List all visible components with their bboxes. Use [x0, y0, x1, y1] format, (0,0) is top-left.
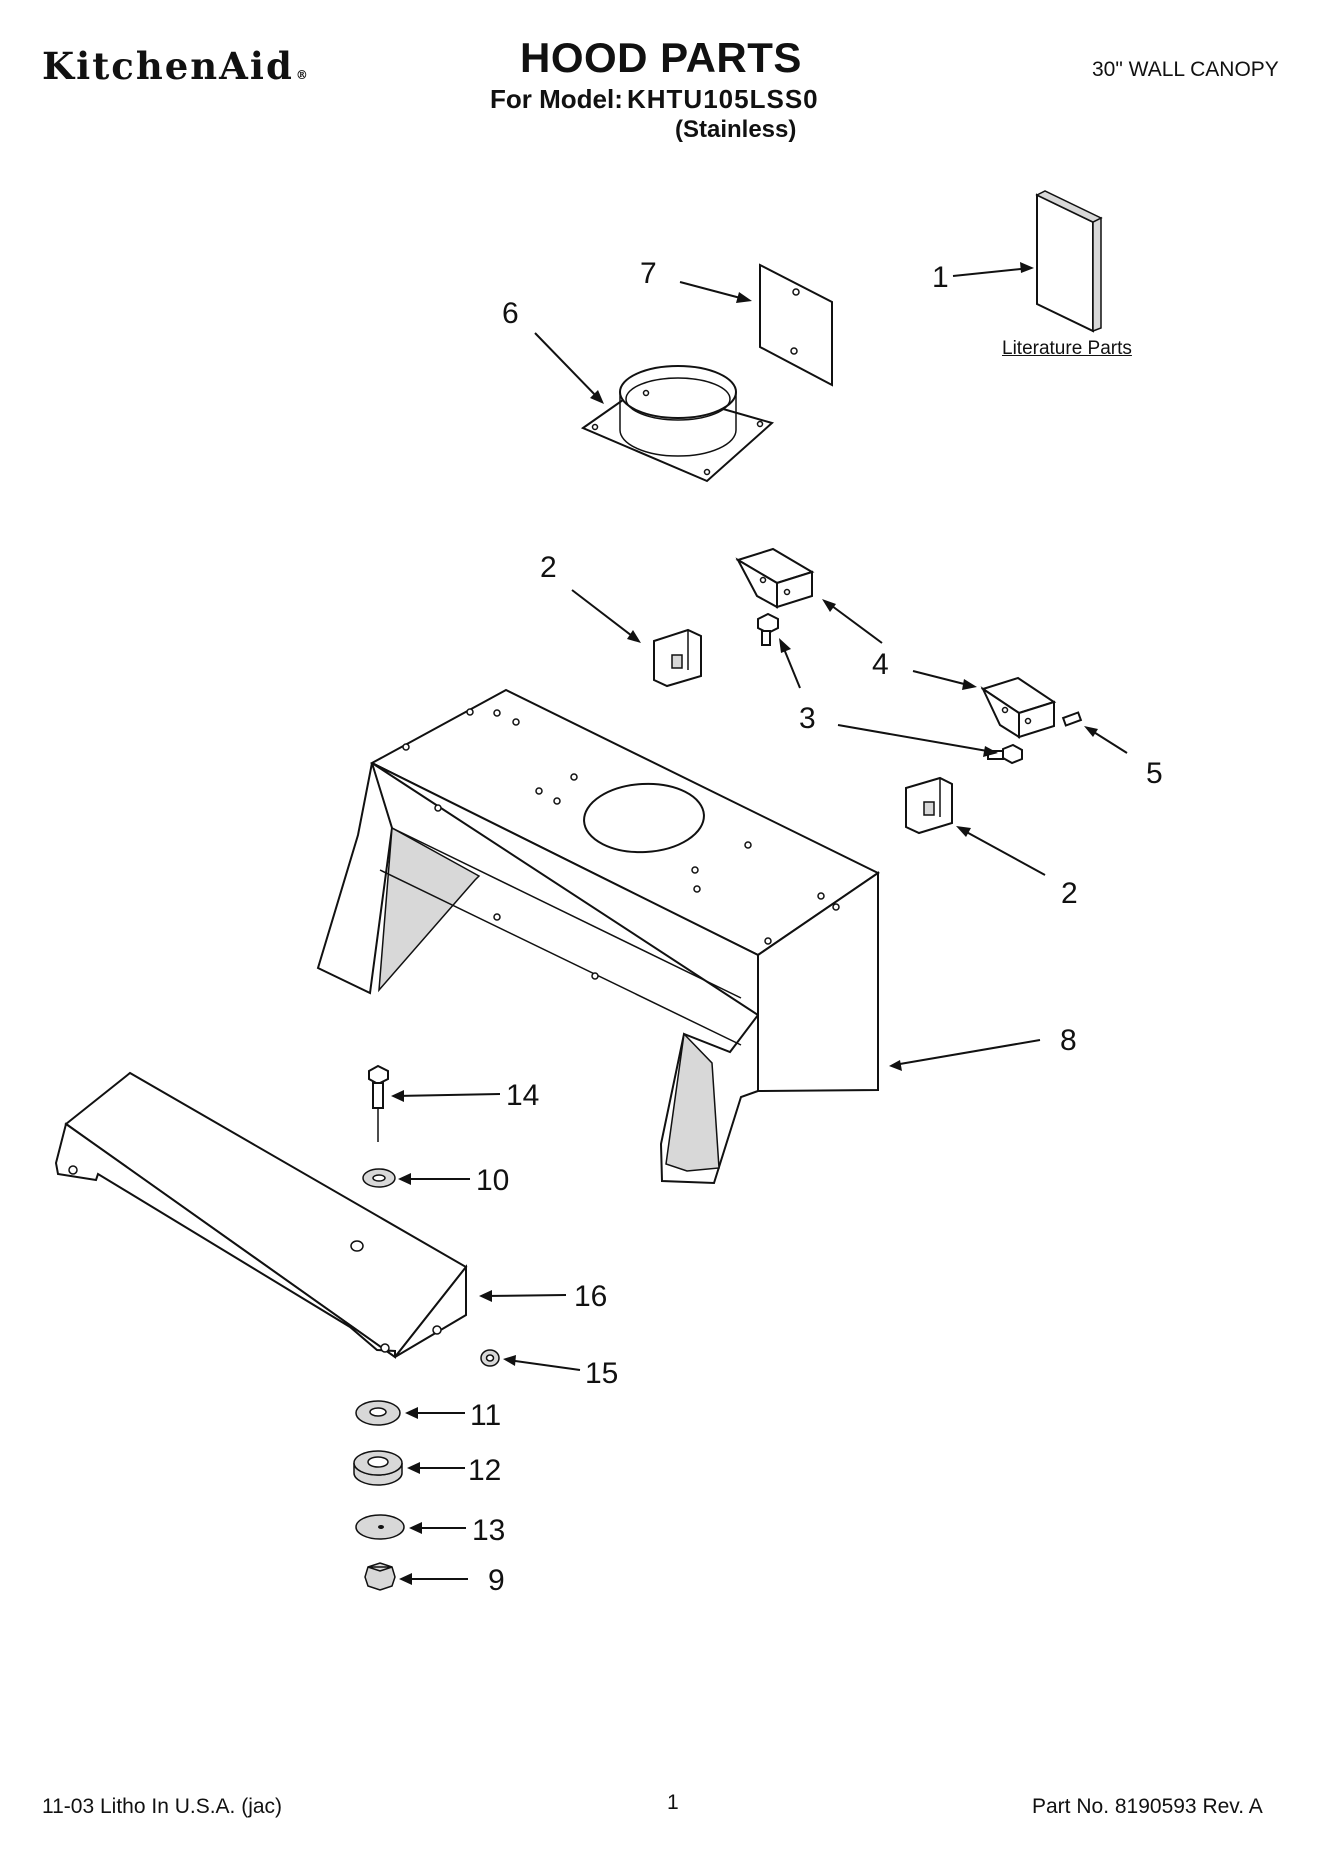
leader-15 [507, 1359, 581, 1371]
callout-9: 9 [488, 1564, 505, 1597]
leader-2b [960, 828, 1046, 876]
arrowhead-11 [405, 1407, 418, 1419]
arrowhead-15 [503, 1355, 516, 1366]
arrowhead-7 [736, 292, 752, 303]
leader-1 [952, 267, 1031, 277]
callout-11: 11 [470, 1399, 501, 1432]
callout-2-upper: 2 [540, 551, 557, 584]
screw-upper-part [757, 612, 779, 646]
hinge-bracket-upper-part [735, 547, 815, 609]
arrowhead-4b [962, 679, 977, 690]
arrowhead-2b [956, 826, 971, 837]
callout-10: 10 [476, 1164, 509, 1197]
brand-registered-mark: ® [295, 68, 310, 82]
arrowhead-3b [983, 746, 998, 757]
arrowhead-8 [889, 1060, 902, 1071]
bracket-left-part [653, 628, 702, 688]
arrowhead-5 [1084, 726, 1098, 737]
arrowhead-10 [398, 1173, 411, 1185]
leader-14 [395, 1093, 501, 1097]
product-category: 30" WALL CANOPY [1092, 58, 1279, 81]
leader-4a [827, 602, 883, 644]
arrowhead-12 [407, 1462, 420, 1474]
pin-part [1061, 711, 1083, 727]
leader-2a [571, 589, 637, 640]
arrowhead-1 [1020, 262, 1034, 273]
arrowhead-2a [627, 630, 641, 643]
leader-8 [893, 1039, 1041, 1066]
arrowhead-6 [590, 390, 604, 404]
leader-3b [837, 724, 994, 753]
arrowhead-4a [822, 599, 836, 612]
model-variant: (Stainless) [675, 116, 797, 143]
brand-name: KitchenAid [42, 44, 294, 88]
callout-1: 1 [932, 261, 949, 294]
arrowhead-13 [409, 1522, 422, 1534]
arrowhead-3a [779, 638, 791, 653]
leader-6 [534, 332, 601, 401]
callout-8: 8 [1060, 1024, 1077, 1057]
callout-3: 3 [799, 702, 816, 735]
hood-body-part [316, 688, 880, 1185]
arrowhead-9 [399, 1573, 412, 1585]
callout-13: 13 [472, 1514, 505, 1547]
duct-collar-part [580, 365, 775, 483]
model-number: KHTU105LSS0 [627, 84, 819, 114]
callout-4: 4 [872, 648, 889, 681]
model-label: For Model: [490, 84, 623, 114]
page-title: HOOD PARTS [520, 34, 802, 81]
callout-12: 12 [468, 1454, 501, 1487]
grommet-part [353, 1450, 403, 1486]
bolt-part [368, 1064, 389, 1142]
literature-parts-label: Literature Parts [1002, 338, 1132, 359]
arrowhead-16 [479, 1290, 492, 1302]
washer-10-part [362, 1168, 396, 1188]
callout-14: 14 [506, 1079, 539, 1112]
part-number: Part No. 8190593 Rev. A [1032, 1795, 1263, 1818]
literature-part [1035, 190, 1103, 333]
footer-print-info: 11-03 Litho In U.S.A. (jac) [42, 1795, 283, 1818]
arrowhead-14 [391, 1090, 404, 1102]
callout-6: 6 [502, 297, 519, 330]
bracket-right-part [905, 776, 953, 835]
callout-7: 7 [640, 257, 657, 290]
callout-5: 5 [1146, 757, 1163, 790]
hinge-bracket-lower-part [980, 676, 1057, 739]
page-number: 1 [667, 1791, 679, 1814]
nut-part [364, 1562, 396, 1591]
leader-4b [912, 670, 973, 687]
cover-plate-part [759, 263, 833, 387]
front-panel-part [54, 1071, 468, 1359]
callout-15: 15 [585, 1357, 618, 1390]
callout-2-lower: 2 [1061, 877, 1078, 910]
plug-part [480, 1349, 500, 1367]
callout-16: 16 [574, 1280, 607, 1313]
leader-16 [483, 1294, 567, 1297]
washer-13-part [355, 1514, 405, 1540]
brand-logo: KitchenAid® [42, 44, 310, 88]
leader-7 [679, 281, 749, 301]
washer-11-part [355, 1400, 401, 1426]
